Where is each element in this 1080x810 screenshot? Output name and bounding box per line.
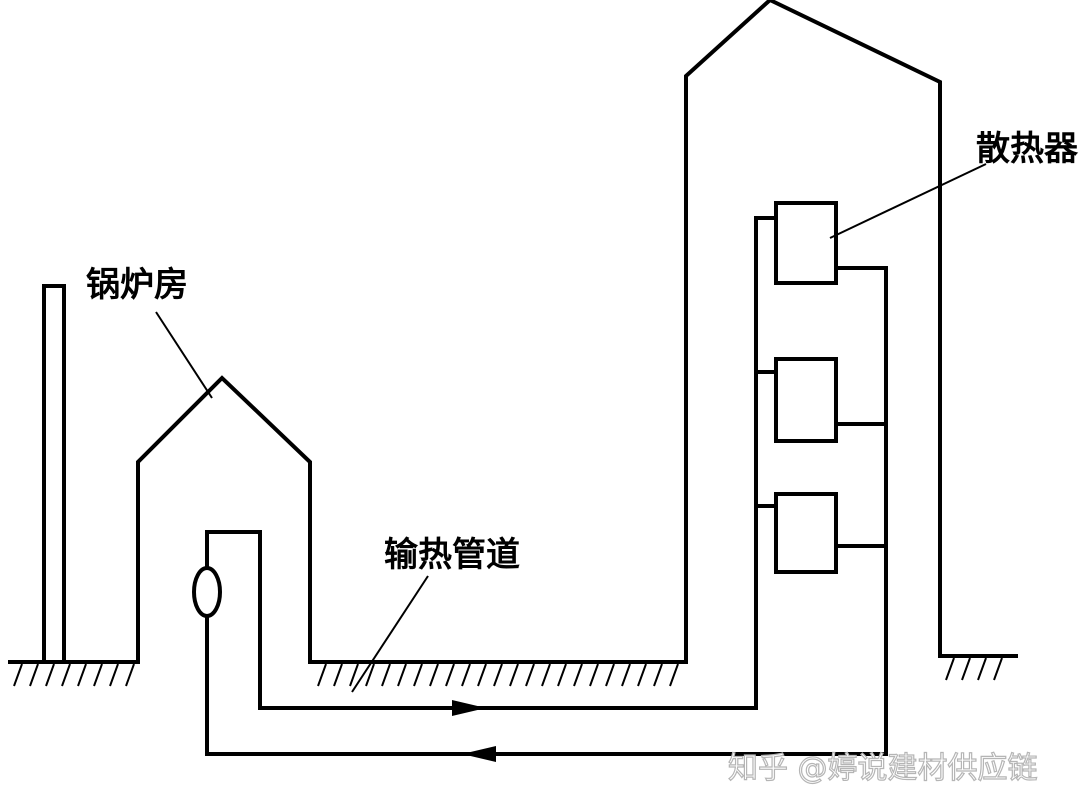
ground-hatch-stroke (573, 663, 583, 687)
radiator-middle (774, 357, 838, 443)
ground-hatch-stroke (365, 663, 375, 687)
return-pipe (205, 266, 888, 756)
ground-hatch-stroke (993, 657, 1003, 681)
boiler (192, 566, 222, 618)
watermark-text: 知乎 @婷说建材供应链 (728, 751, 1038, 786)
radiator-label: 散热器 (976, 129, 1079, 169)
ground-hatch-stroke (429, 663, 439, 687)
heated-building (684, 0, 942, 664)
boiler-room-label: 锅炉房 (86, 265, 188, 305)
ground-middle (310, 660, 688, 687)
ground-hatch-stroke (77, 663, 87, 687)
ground-hatch-stroke (125, 663, 135, 687)
ground-hatch-stroke (961, 657, 971, 681)
chimney (42, 284, 66, 664)
radiator-bottom (774, 492, 838, 574)
ground-hatching-left (13, 663, 135, 687)
supply-pipe (205, 216, 778, 710)
return-flow-arrow (462, 746, 496, 762)
ground-hatch-stroke (317, 663, 327, 687)
ground-hatch-stroke (397, 663, 407, 687)
ground-hatch-stroke (29, 663, 39, 687)
ground-hatch-stroke (557, 663, 567, 687)
radiator-top (774, 201, 838, 285)
ground-hatch-stroke (977, 657, 987, 681)
ground-hatch-stroke (61, 663, 71, 687)
ground-hatch-stroke (525, 663, 535, 687)
ground-hatch-stroke (93, 663, 103, 687)
ground-hatch-stroke (493, 663, 503, 687)
boiler-house (136, 375, 312, 664)
ground-hatch-stroke (45, 663, 55, 687)
heat-pipe-label: 输热管道 (384, 535, 520, 575)
ground-hatch-stroke (945, 657, 955, 681)
ground-hatch-stroke (381, 663, 391, 687)
ground-hatch-stroke (461, 663, 471, 687)
boiler-room-leader-line (155, 311, 213, 399)
ground-hatch-stroke (653, 663, 663, 687)
ground-hatch-stroke (445, 663, 455, 687)
ground-hatching-middle (317, 663, 679, 687)
ground-hatch-stroke (349, 663, 359, 687)
ground-hatching-right (945, 657, 1003, 681)
ground-hatch-stroke (109, 663, 119, 687)
ground-hatch-stroke (509, 663, 519, 687)
ground-hatch-stroke (621, 663, 631, 687)
ground-hatch-stroke (333, 663, 343, 687)
heat-pipe-leader-line (351, 575, 429, 693)
ground-hatch-stroke (413, 663, 423, 687)
ground-hatch-stroke (637, 663, 647, 687)
ground-hatch-stroke (13, 663, 23, 687)
ground-left (8, 660, 140, 687)
ground-hatch-stroke (669, 663, 679, 687)
ground-hatch-stroke (605, 663, 615, 687)
supply-flow-arrow (452, 700, 486, 716)
radiator-leader-line (829, 163, 987, 239)
ground-hatch-stroke (589, 663, 599, 687)
ground-hatch-stroke (477, 663, 487, 687)
ground-hatch-stroke (541, 663, 551, 687)
ground-right (940, 654, 1018, 681)
